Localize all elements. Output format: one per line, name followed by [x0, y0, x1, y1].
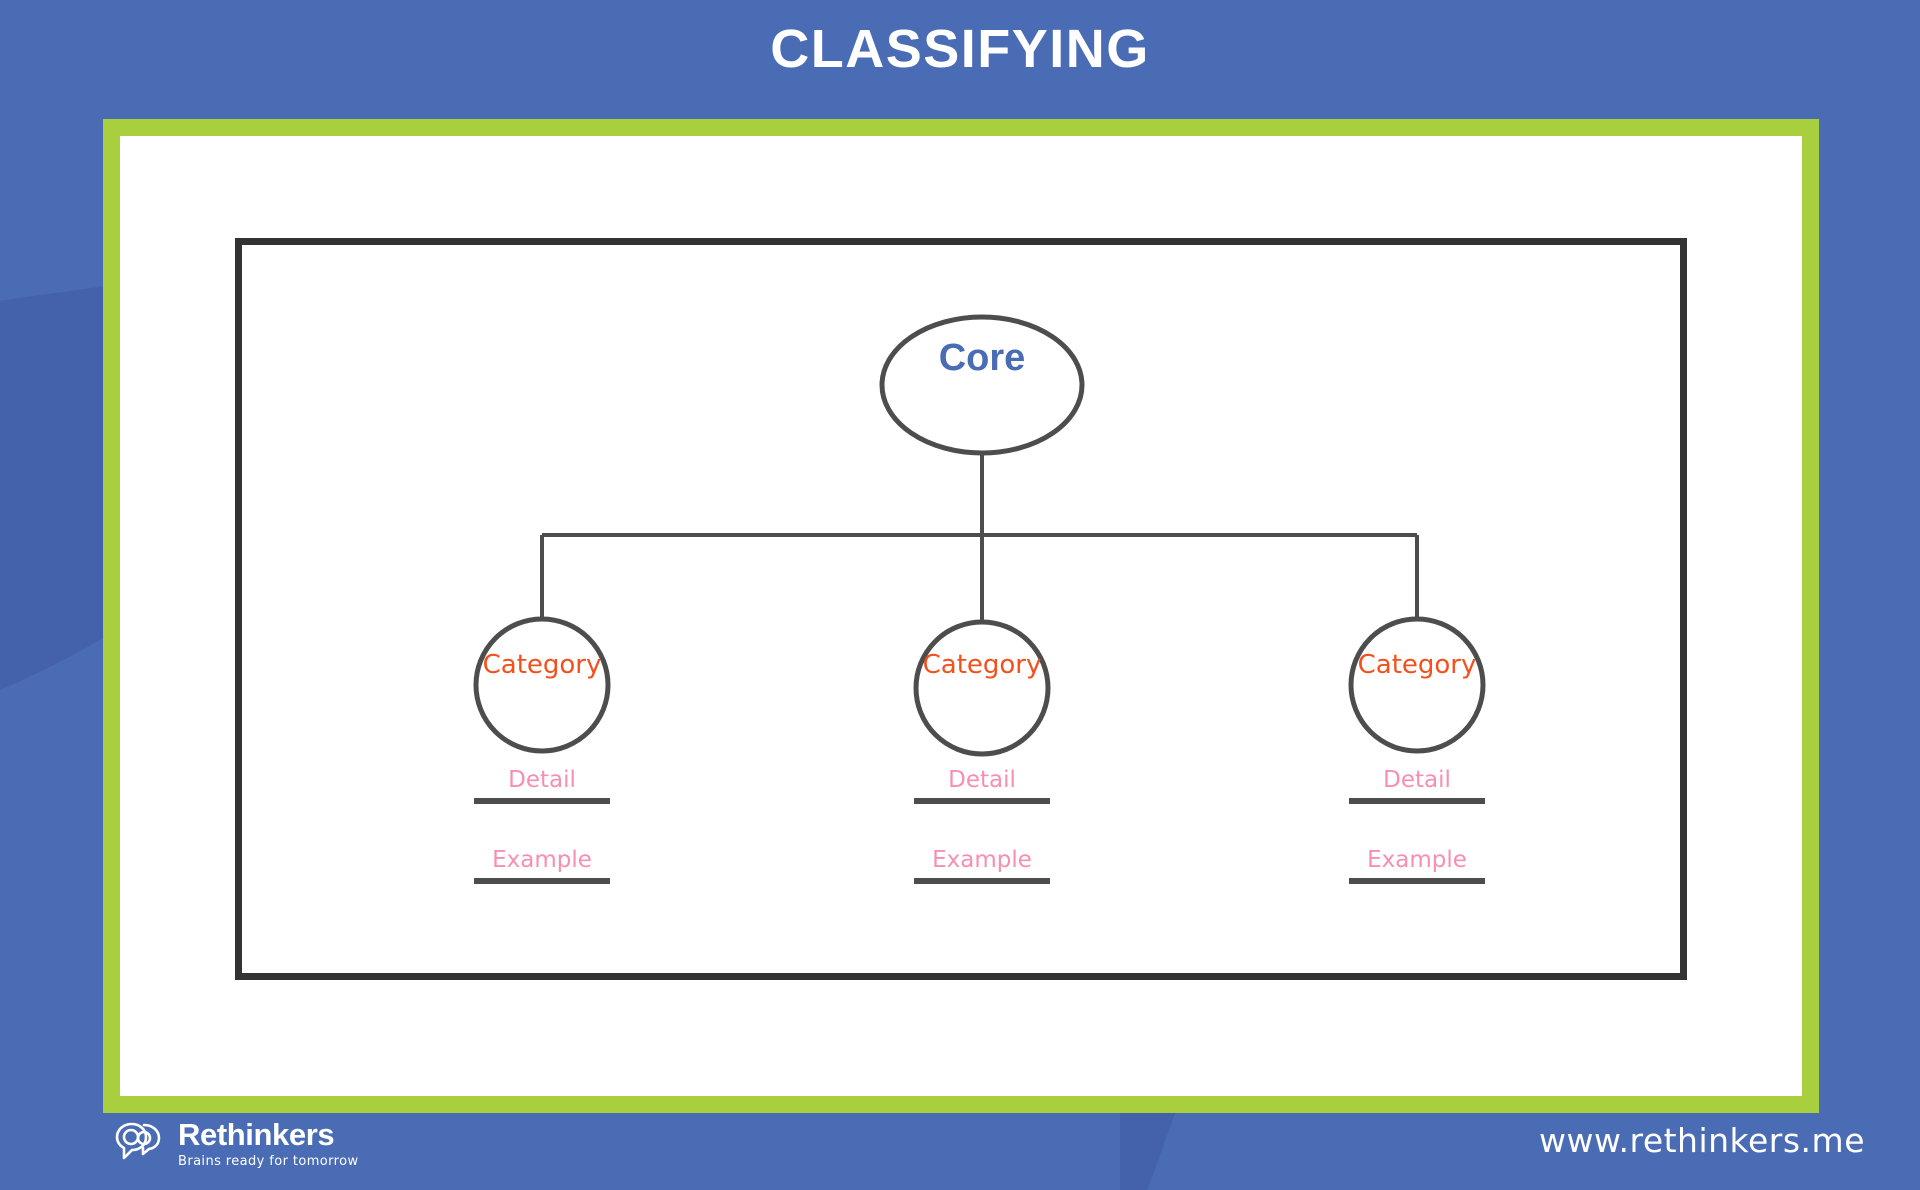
page-title: CLASSIFYING	[770, 19, 1150, 79]
footer-logo-text: Rethinkers Brains ready for tomorrow	[178, 1119, 359, 1168]
slot-label-example-2: Example	[932, 847, 1032, 873]
slot-label-detail-1: Detail	[508, 767, 576, 793]
brain-speech-bubbles-icon	[115, 1122, 161, 1159]
organizer-frame: Core Category Category Category Detail E…	[235, 238, 1687, 980]
organizer-diagram	[473, 314, 1486, 884]
brand-tagline: Brains ready for tomorrow	[178, 1154, 359, 1169]
slot-label-example-3: Example	[1367, 847, 1467, 873]
slot-label-detail-2: Detail	[948, 767, 1016, 793]
category-node-shape-3[interactable]	[1348, 616, 1486, 754]
category-node-shape-2[interactable]	[913, 619, 1051, 757]
footer-url[interactable]: www.rethinkers.me	[1539, 1121, 1865, 1160]
footer-logo[interactable]: Rethinkers Brains ready for tomorrow	[112, 1119, 359, 1168]
core-node-shape[interactable]	[879, 314, 1085, 456]
brand-name: Rethinkers	[178, 1117, 335, 1152]
slot-label-example-1: Example	[492, 847, 592, 873]
slot-label-detail-3: Detail	[1383, 767, 1451, 793]
category-node-shape-1[interactable]	[473, 616, 611, 754]
